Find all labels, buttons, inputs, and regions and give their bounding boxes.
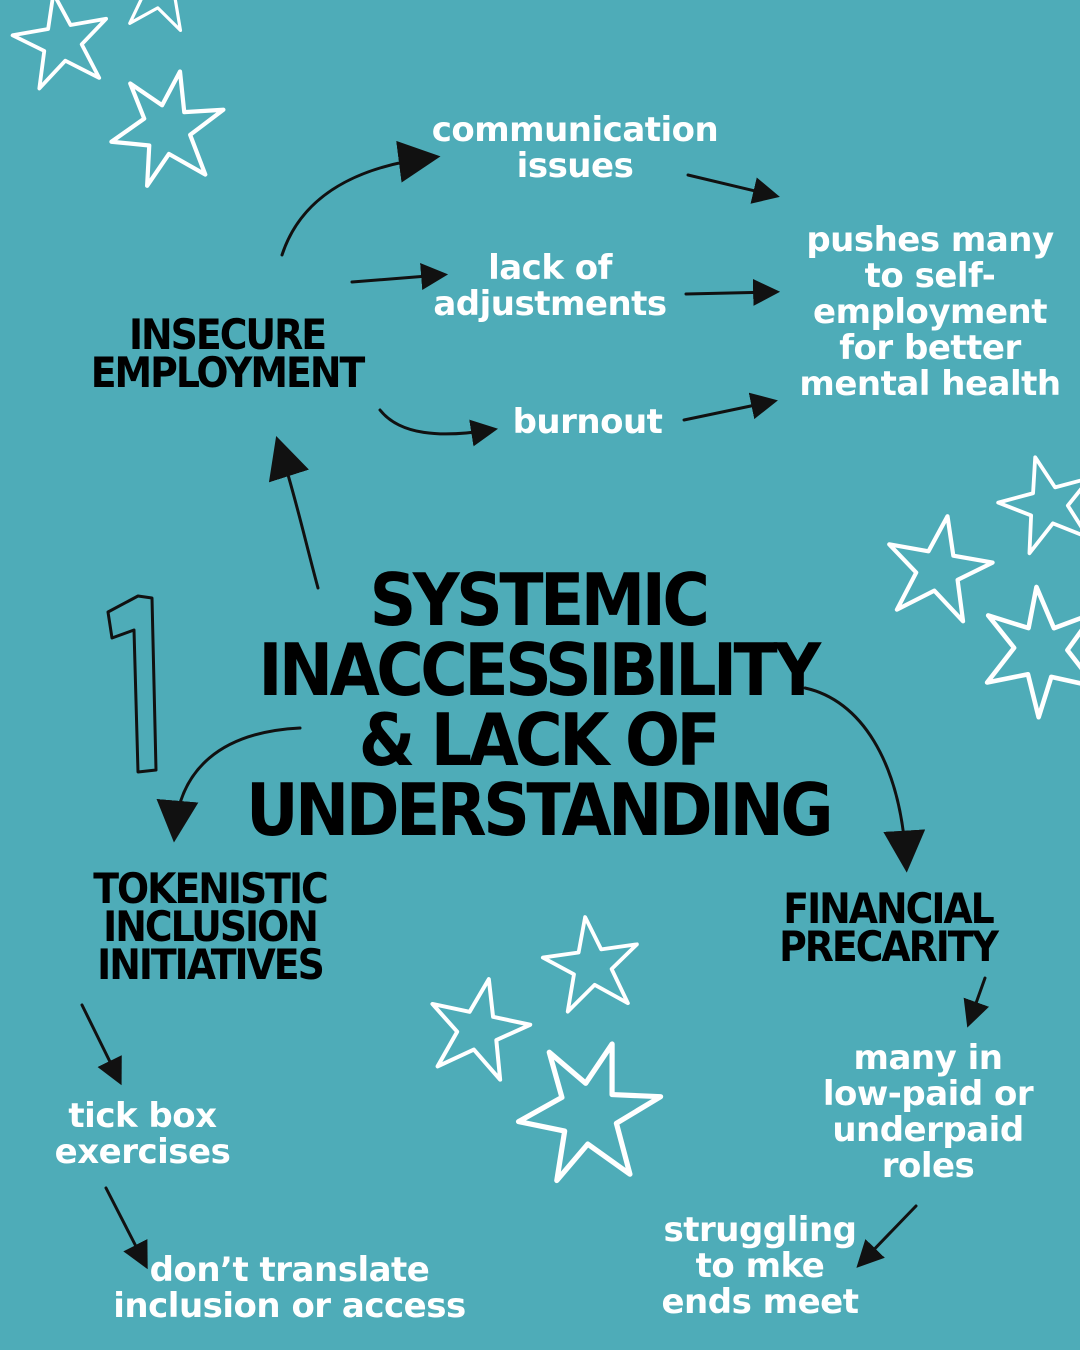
self-employment-result: pushes many to self- employment for bett… [790,222,1070,402]
burnout-label: burnout [495,404,680,440]
star-icon [113,0,208,35]
star-icon [104,61,229,198]
label-line: adjustments [433,284,667,324]
arrow-icon [80,1003,122,1086]
arrow-icon [378,408,498,447]
label-line: underpaid [832,1110,1024,1150]
arrow-icon [682,392,778,422]
label-line: lack of [488,248,612,288]
heading-line: INSECURE [128,310,327,359]
heading-line: TOKENISTIC [93,864,328,913]
arrow-icon [104,1186,148,1270]
arrow-icon [280,140,441,257]
label-line: ends meet [661,1282,859,1322]
label-line: employment [813,292,1047,332]
label-line: for better [839,328,1021,368]
low-paid-roles-label: many in low-paid or underpaid roles [808,1040,1048,1184]
central-heading: SYSTEMIC INACCESSIBILITY & LACK OF UNDER… [228,558,848,852]
label-line: issues [516,146,634,186]
heading-line: EMPLOYMENT [90,348,366,397]
lack-of-adjustments-label: lack of adjustments [420,250,680,322]
tokenistic-inclusion-heading: TOKENISTIC INCLUSION INITIATIVES [60,864,360,989]
central-heading-line: SYSTEMIC [369,558,710,642]
label-line: low-paid or [822,1074,1034,1114]
heading-line: INITIATIVES [97,940,325,989]
arrow-icon [156,726,302,843]
star-icon [4,0,118,94]
label-line: don’t translate [149,1250,430,1290]
central-heading-line: & LACK OF [358,698,721,782]
label-line: struggling [663,1210,858,1250]
arrow-icon [963,976,990,1028]
star-icon [536,908,647,1016]
financial-precarity-heading: FINANCIAL PRECARITY [748,884,1028,971]
central-heading-line: UNDERSTANDING [245,768,834,852]
label-line: to self- [864,256,996,296]
dont-translate-label: don’t translate inclusion or access [112,1252,467,1324]
star-icon [417,966,540,1086]
insecure-employment-heading: INSECURE EMPLOYMENT [58,310,396,397]
ends-meet-label: struggling to mke ends meet [655,1212,865,1320]
heading-line: PRECARITY [779,922,999,971]
label-line: to mke [695,1246,825,1286]
arrow-icon [350,263,449,290]
label-line: tick box [68,1096,217,1136]
label-line: burnout [512,402,663,442]
arrow-icon [803,686,926,873]
star-icon [979,582,1080,721]
tick-box-exercises-label: tick box exercises [45,1098,240,1170]
label-line: exercises [54,1132,231,1172]
arrow-icon [268,435,320,590]
arrow-icon [684,278,781,306]
label-line: communication [431,110,719,150]
star-icon [878,507,999,625]
star-icon [505,1024,672,1203]
label-line: pushes many [806,220,1054,260]
label-line: mental health [799,364,1061,404]
central-heading-line: INACCESSIBILITY [258,628,821,712]
arrow-icon [856,1204,918,1268]
label-line: many in [853,1038,1003,1078]
number-one-outline [106,594,158,774]
heading-line: INCLUSION [103,902,319,951]
label-line: inclusion or access [113,1286,466,1326]
heading-line: FINANCIAL [783,884,994,933]
arrow-icon [686,173,780,204]
communication-issues-label: communication issues [410,112,740,184]
star-icon [987,443,1080,560]
label-line: roles [881,1146,975,1186]
